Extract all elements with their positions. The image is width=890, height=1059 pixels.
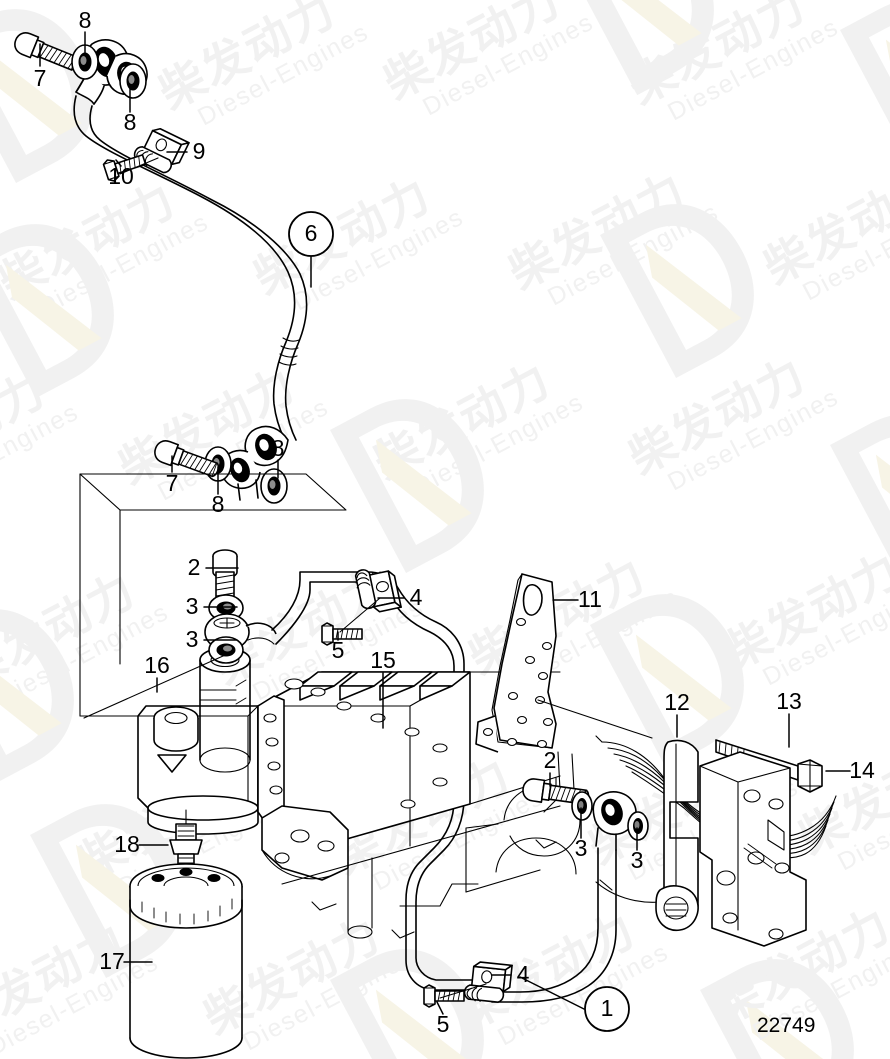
callout-label-7: 7	[34, 65, 47, 91]
callout-label-1: 1	[601, 995, 614, 1021]
callout-label-18: 18	[114, 831, 140, 857]
callout-5: 5	[436, 1001, 450, 1037]
callout-label-5: 5	[332, 637, 345, 663]
callout-17: 17	[99, 948, 153, 974]
pipe-clamp-9	[131, 122, 190, 179]
callout-8: 8	[124, 87, 137, 135]
callout-14: 14	[825, 757, 875, 783]
callout-16: 16	[144, 652, 170, 693]
oil-return-pipe-6	[73, 95, 308, 441]
callout-label-4: 4	[410, 584, 423, 610]
callout-6: 6	[288, 211, 334, 288]
callout-label-7: 7	[166, 470, 179, 496]
sealing-washer-3-right-a	[571, 791, 593, 821]
callout-label-5: 5	[437, 1011, 450, 1037]
callout-1: 1	[519, 976, 630, 1032]
upper-pipe-assembly	[10, 28, 308, 504]
callout-label-8: 8	[124, 109, 137, 135]
callout-label-15: 15	[370, 647, 396, 673]
callout-11: 11	[552, 586, 602, 612]
callout-label-10: 10	[108, 163, 134, 189]
callout-label-3: 3	[186, 626, 199, 652]
callout-12: 12	[664, 689, 690, 738]
callout-label-17: 17	[99, 948, 125, 974]
callout-label-9: 9	[193, 138, 206, 164]
pipe-clamp-4-upper	[352, 562, 402, 617]
callout-label-8: 8	[212, 491, 225, 517]
callout-label-3: 3	[186, 593, 199, 619]
callout-10: 10	[108, 159, 134, 189]
callout-label-2: 2	[188, 554, 201, 580]
screw-axis-5-upper	[339, 597, 381, 633]
oil-cooler-15	[257, 671, 471, 939]
callout-label-16: 16	[144, 652, 170, 678]
callout-label-8: 8	[272, 435, 285, 461]
callout-label-12: 12	[664, 689, 690, 715]
callout-13: 13	[776, 688, 802, 748]
callout-9: 9	[166, 138, 206, 164]
callout-label-3: 3	[631, 847, 644, 873]
callout-label-2: 2	[544, 747, 557, 773]
clamp-screw-5-lower	[423, 984, 465, 1008]
callout-label-8: 8	[79, 7, 92, 33]
callout-18: 18	[114, 831, 169, 857]
callout-label-4: 4	[517, 961, 530, 987]
callout-label-13: 13	[776, 688, 802, 714]
sealing-washer-8-top-right	[119, 63, 147, 99]
pipe-clamp-4-lower	[462, 959, 513, 1006]
callout-label-6: 6	[305, 220, 318, 246]
callout-label-3: 3	[575, 835, 588, 861]
callout-5: 5	[332, 631, 345, 663]
oil-filter-17	[129, 863, 243, 1059]
mounting-bracket-11	[475, 573, 653, 805]
sealing-washer-3-right-b	[627, 811, 649, 841]
drawing-id: 22749	[757, 1014, 815, 1037]
callout-label-11: 11	[578, 586, 602, 612]
callout-label-14: 14	[849, 757, 875, 783]
sealing-washer-3-lower	[208, 636, 244, 664]
